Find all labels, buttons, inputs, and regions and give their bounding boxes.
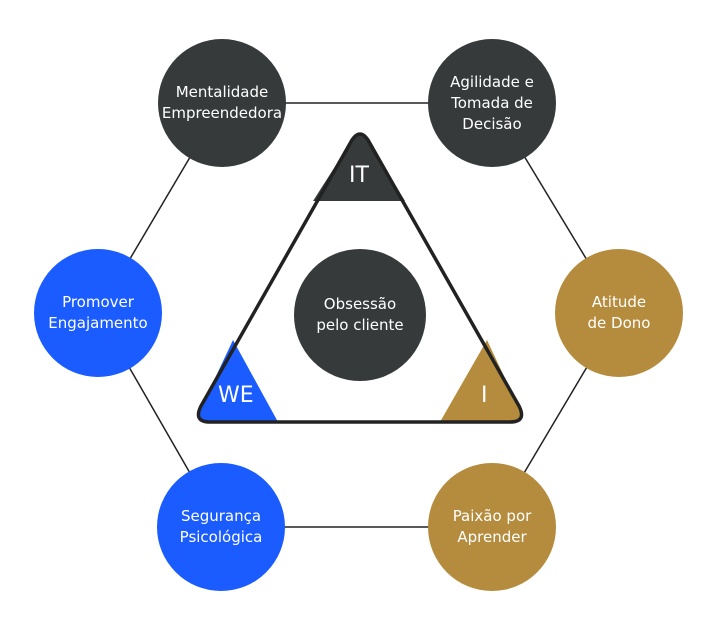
triangle [196,132,524,424]
triangle-segment-i [440,340,522,422]
triangle-label-we: WE [218,383,254,408]
triangle-label-it: IT [349,163,369,188]
triangle-segment-we [198,340,278,422]
triangle-label-i: I [481,383,488,408]
center-node: Obsessão pelo cliente [294,249,426,381]
node-seguranca-psicologica: Segurança Psicológica [157,463,285,591]
triangle-outline [196,132,524,424]
node-agilidade-decisao: Agilidade e Tomada de Decisão [428,39,556,167]
node-mentalidade-empreendedora: Mentalidade Empreendedora [158,39,286,167]
triangle-segment-it [313,135,405,201]
node-atitude-de-dono: Atitude de Dono [555,249,683,377]
node-paixao-por-aprender: Paixão por Aprender [428,463,556,591]
node-promover-engajamento: Promover Engajamento [34,249,162,377]
